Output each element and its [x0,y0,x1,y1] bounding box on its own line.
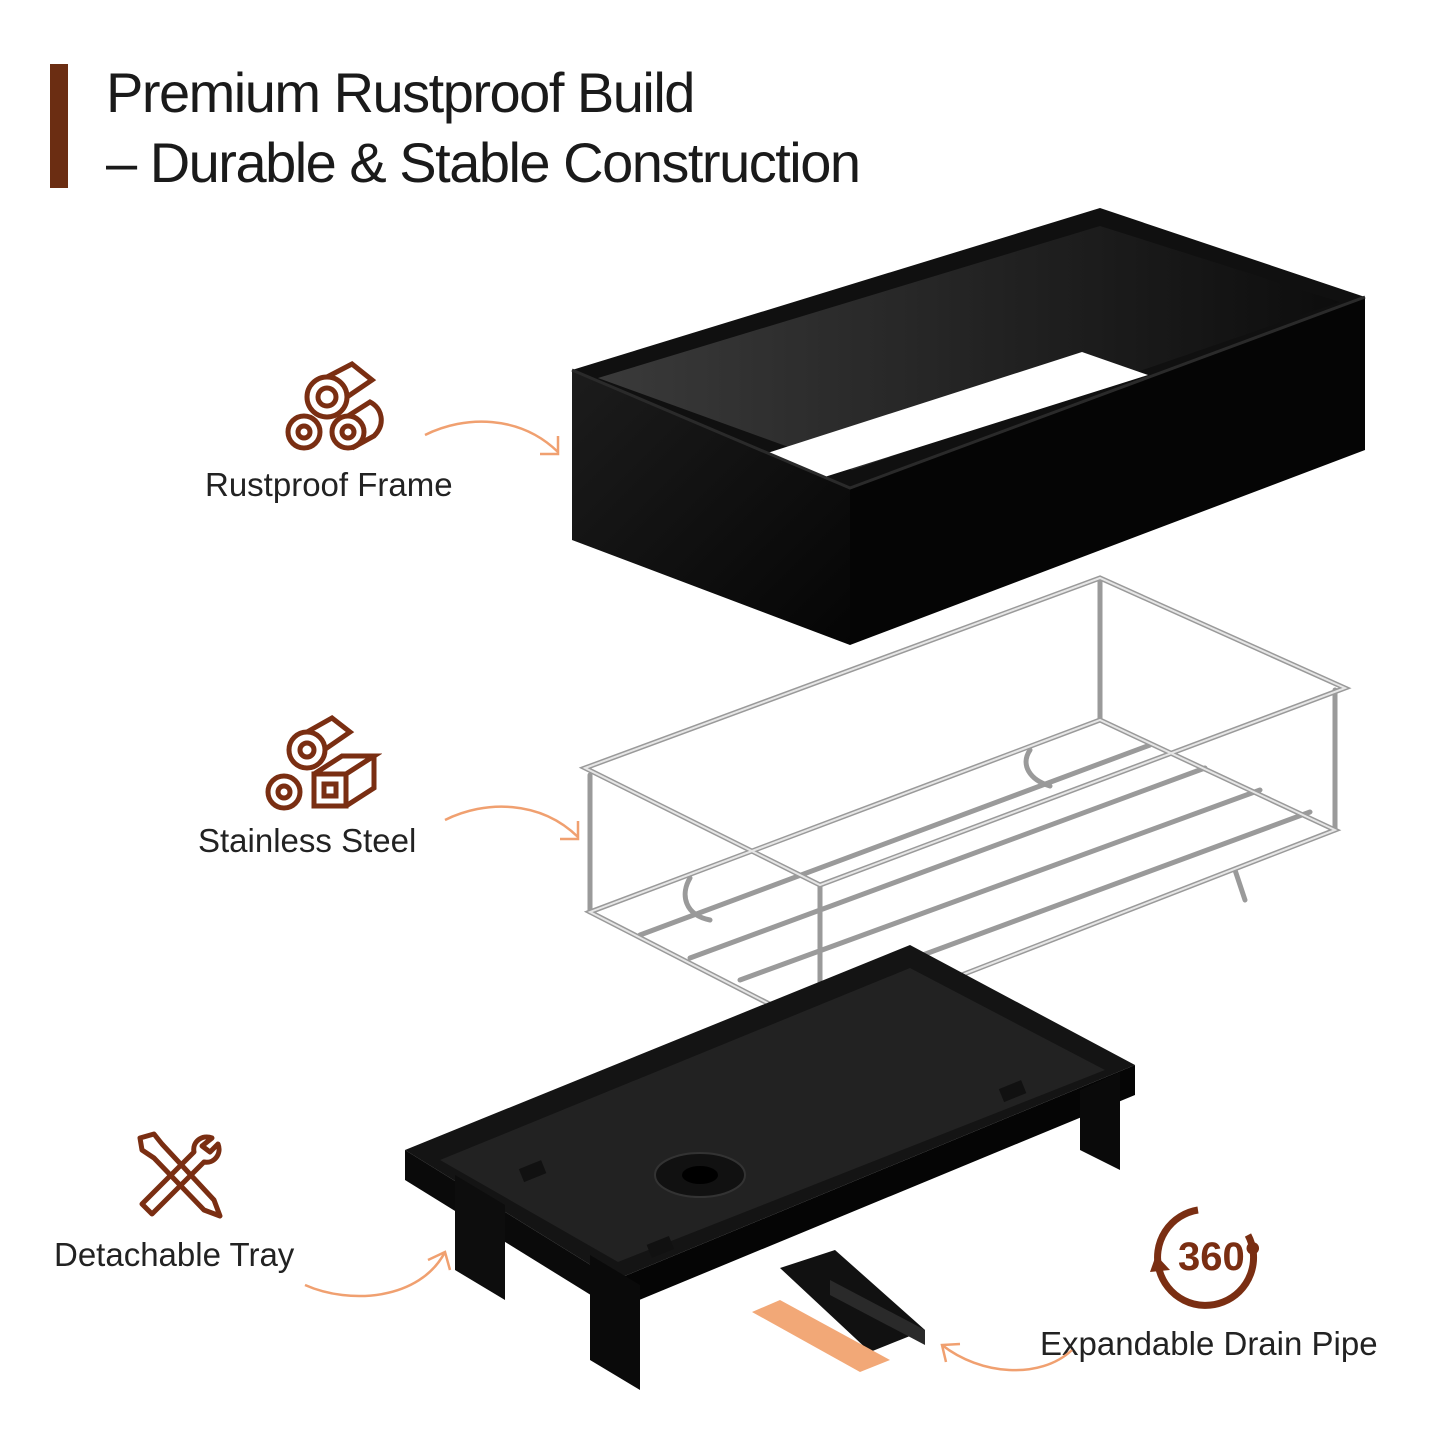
feature-label-stainless-steel: Stainless Steel [198,822,417,859]
title-line-2: – Durable & Stable Construction [106,131,861,194]
stainless-steel-basket-part [578,575,1352,1043]
logs-block-icon [265,715,382,811]
title-accent-bar [50,64,68,188]
tools-icon [137,1131,223,1219]
title-line-1: Premium Rustproof Build [106,61,695,124]
feature-label-rustproof-frame: Rustproof Frame [205,466,453,503]
arrow-rustproof-frame [424,420,560,456]
rotate-360-icon: 360° [1150,1206,1261,1309]
arrow-expandable-drain-pipe [940,1342,1073,1372]
rotation-badge: 360° [1178,1235,1261,1279]
logs-icon [285,361,384,451]
page-title: Premium Rustproof Build – Durable & Stab… [106,58,861,198]
detachable-tray-part [405,945,1135,1390]
arrow-stainless-steel [444,805,580,841]
feature-label-expandable-drain-pipe: Expandable Drain Pipe [1040,1325,1378,1362]
feature-label-detachable-tray: Detachable Tray [54,1236,295,1273]
rustproof-frame-part [571,208,1366,645]
arrow-detachable-tray [304,1250,452,1298]
